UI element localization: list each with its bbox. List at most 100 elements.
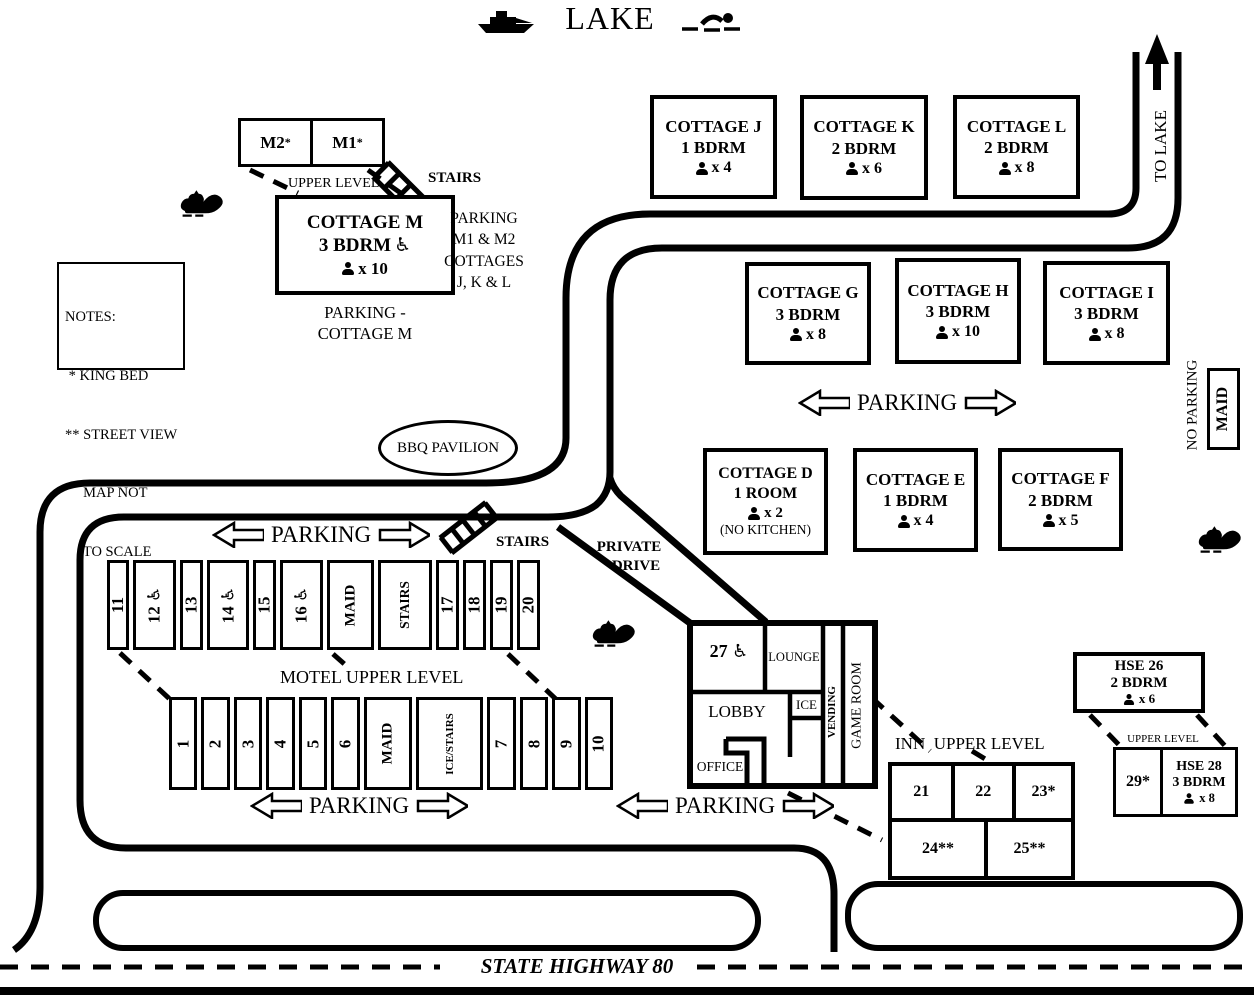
bbq-pavilion: BBQ PAVILION <box>378 420 518 476</box>
wheelchair-icon: ♿ <box>732 641 749 662</box>
cottage-k: COTTAGE K 2 BDRM x 6 <box>800 95 928 200</box>
room-27-label: 27 ♿ <box>709 641 749 662</box>
parking-cottage-m-label: PARKING - COTTAGE M <box>317 303 413 344</box>
parking-arrow-left-icon <box>250 792 302 819</box>
cottage-e: COTTAGE E 1 BDRM x 4 <box>853 448 978 552</box>
chipmunk-icon <box>591 619 636 647</box>
chipmunk-icon <box>1197 525 1242 553</box>
wheelchair-icon: ♿ <box>144 586 165 602</box>
lounge-label: LOUNGE <box>768 650 820 664</box>
motel-room-10: 10 <box>584 697 614 790</box>
person-icon <box>998 161 1011 175</box>
motel-room-6: 6 <box>331 697 360 790</box>
upper-level-label-m: UPPER LEVEL <box>288 176 380 191</box>
person-icon <box>790 328 802 342</box>
rooms-m2-m1: M2* M1* <box>238 118 385 167</box>
motel-room-11: 11 <box>107 560 130 650</box>
inn-block: 21 22 23* 24** 25** <box>888 762 1075 880</box>
motel-room-8: 8 <box>519 697 549 790</box>
motel-room-4: 4 <box>266 697 295 790</box>
parking-arrow-left-icon <box>212 521 264 548</box>
maid-room-east: MAID <box>1207 368 1240 450</box>
state-highway-lines <box>0 964 1254 995</box>
motel-room-16: 16 ♿ <box>280 560 323 650</box>
no-parking-label: NO PARKING <box>1184 359 1201 451</box>
parking-loop-island <box>93 890 761 951</box>
stairs-label-lower: STAIRS <box>496 534 550 550</box>
house-28-29-block: 29* HSE 28 3 BDRM x 8 <box>1113 747 1238 817</box>
lake-label: LAKE <box>565 0 655 36</box>
room-29: 29* <box>1116 750 1163 814</box>
cottage-m: COTTAGE M 3 BDRM♿ x 10 <box>275 195 455 295</box>
person-icon <box>846 162 858 176</box>
to-lake-label: TO LAKE <box>1151 110 1170 182</box>
state-highway-label: STATE HIGHWAY 80 <box>480 954 674 978</box>
office-building-walls <box>687 620 878 789</box>
inn-upper-level-label: INN UPPER LEVEL <box>895 734 1045 753</box>
game-room-label: GAME ROOM <box>849 662 865 749</box>
motel-room-1: 1 <box>169 697 198 790</box>
ice-label: ICE <box>796 697 817 712</box>
dashed-connectors <box>118 167 1228 843</box>
person-icon <box>1123 694 1134 706</box>
motel-maid-lower: MAID <box>363 697 412 790</box>
motel-stairs-upper: STAIRS <box>378 560 433 650</box>
motel-room-2: 2 <box>201 697 230 790</box>
motel-room-17: 17 <box>436 560 460 650</box>
parking-row-motel-lower: PARKING <box>250 792 469 819</box>
motel-upper-row: 11 12 ♿ 13 14 ♿ 15 16 ♿ MAID STAIRS 17 1… <box>107 560 541 650</box>
parking-row-inn: PARKING <box>616 792 835 819</box>
room-m1: M1* <box>332 132 363 152</box>
notes-box: NOTES: * KING BED ** STREET VIEW MAP NOT… <box>57 262 185 560</box>
wheelchair-icon: ♿ <box>394 234 412 257</box>
stairs-label-upper: STAIRS <box>428 170 482 186</box>
motel-room-13: 13 <box>179 560 203 650</box>
to-lake-arrow-icon <box>1145 34 1169 90</box>
motel-room-5: 5 <box>298 697 328 790</box>
person-icon <box>1088 327 1101 341</box>
lobby-label: LOBBY <box>708 702 766 721</box>
office-label: OFFICE <box>696 759 744 774</box>
private-drive-label: PRIVATE DRIVE <box>596 539 662 574</box>
stairs-icon-lower <box>438 500 499 555</box>
parking-arrow-right-icon <box>416 792 469 819</box>
upper-level-label-house: UPPER LEVEL <box>1127 733 1199 745</box>
parking-arrow-left-icon <box>798 389 850 416</box>
motel-room-19: 19 <box>490 560 514 650</box>
parking-arrow-left-icon <box>616 792 668 819</box>
parking-arrow-right-icon <box>782 792 835 819</box>
person-icon <box>342 262 355 276</box>
wheelchair-icon: ♿ <box>291 586 312 602</box>
motel-room-20: 20 <box>517 560 541 650</box>
motel-room-14: 14 ♿ <box>206 560 250 650</box>
room-m2: M2* <box>241 121 313 164</box>
cottage-i: COTTAGE I 3 BDRM x 8 <box>1043 261 1170 365</box>
vending-label: VENDING <box>826 686 838 738</box>
swimmer-icon <box>682 13 740 32</box>
inn-room-22: 22 <box>952 764 1014 820</box>
motel-maid-upper: MAID <box>326 560 375 650</box>
inn-room-24: 24** <box>890 820 986 878</box>
motel-room-15: 15 <box>253 560 277 650</box>
inn-room-21: 21 <box>890 764 953 820</box>
parking-m1-m2-note: PARKING M1 & M2 COTTAGES J, K & L <box>444 210 524 292</box>
inn-room-23: 23* <box>1013 764 1073 820</box>
cottage-g: COTTAGE G 3 BDRM x 8 <box>745 262 871 365</box>
cottage-j: COTTAGE J 1 BDRM x 4 <box>650 95 777 199</box>
motel-room-12: 12 ♿ <box>133 560 176 650</box>
house-26: HSE 26 2 BDRM x 6 <box>1073 652 1205 713</box>
motel-room-3: 3 <box>233 697 263 790</box>
house-28: HSE 28 3 BDRM x 8 <box>1172 758 1226 805</box>
parking-loop-island-east <box>845 881 1243 951</box>
person-icon <box>748 506 761 520</box>
parking-row-motel-upper: PARKING <box>212 521 431 548</box>
cottage-l: COTTAGE L 2 BDRM x 8 <box>953 95 1080 199</box>
motel-room-18: 18 <box>463 560 487 650</box>
person-icon <box>897 514 910 528</box>
parking-row-cottages: PARKING <box>798 389 1017 416</box>
motel-upper-level-label: MOTEL UPPER LEVEL <box>280 667 464 687</box>
motel-room-7: 7 <box>487 697 516 790</box>
cottage-f: COTTAGE F 2 BDRM x 5 <box>998 448 1123 551</box>
inn-room-25: 25** <box>985 820 1073 878</box>
